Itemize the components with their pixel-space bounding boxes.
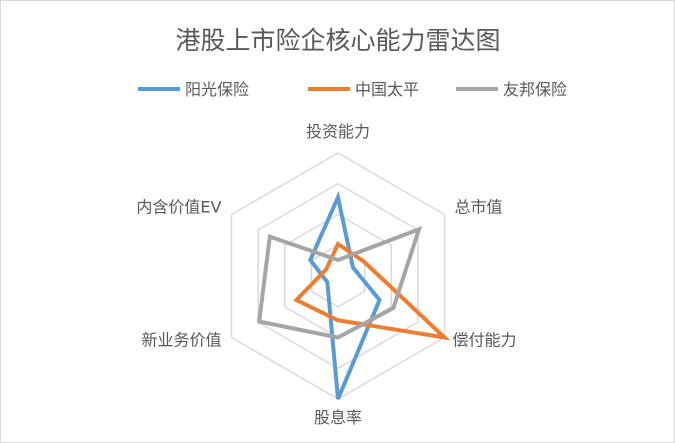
axis-label: 总市值 bbox=[455, 198, 503, 217]
legend-label: 阳光保险 bbox=[185, 80, 249, 99]
grid-ring bbox=[257, 182, 419, 370]
axis-label: 偿付能力 bbox=[453, 331, 517, 350]
legend-label: 友邦保险 bbox=[503, 80, 567, 99]
series-1-line bbox=[293, 241, 451, 341]
legend: 阳光保险 中国太平 友邦保险 bbox=[138, 80, 567, 99]
axis-label: 新业务价值 bbox=[141, 331, 221, 350]
legend-label: 中国太平 bbox=[355, 80, 419, 99]
axis-label: 投资能力 bbox=[306, 122, 370, 141]
axis-label: 内含价值EV bbox=[136, 198, 221, 217]
series-2-line bbox=[256, 225, 423, 340]
chart-title: 港股上市险企核心能力雷达图 bbox=[175, 26, 500, 55]
series-group bbox=[256, 190, 451, 400]
axis-label: 股息率 bbox=[314, 408, 362, 427]
series-0-line bbox=[307, 190, 382, 400]
